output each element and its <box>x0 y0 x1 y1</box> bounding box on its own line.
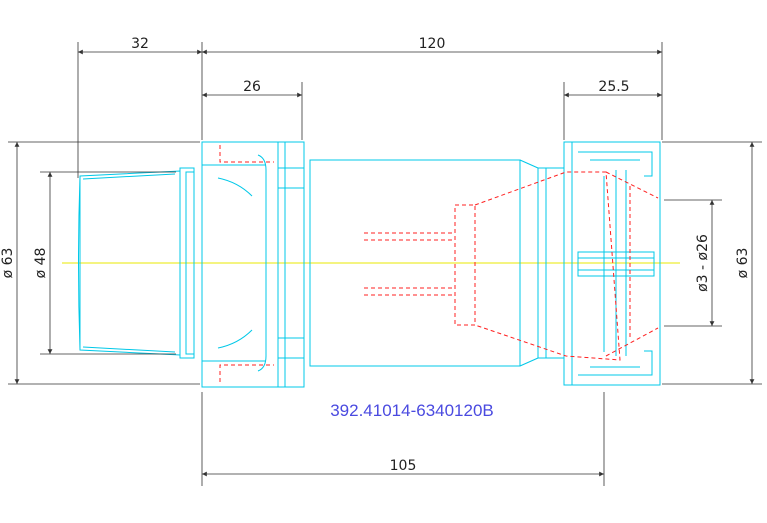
dimension-lines <box>8 42 762 486</box>
holder-outline <box>78 141 661 388</box>
dim-body-length: 105 <box>390 458 417 474</box>
dim-left-inner-dia: ø 48 <box>33 248 49 279</box>
dim-left-outer-dia: ø 63 <box>0 248 16 279</box>
dim-top-left: 32 <box>131 36 149 52</box>
dim-overall-length: 120 <box>419 36 446 52</box>
hidden-lines <box>219 145 659 382</box>
dim-collet-range: ø3 - ø26 <box>695 234 711 292</box>
dim-flange-length: 26 <box>243 79 261 95</box>
dim-nut-length: 25.5 <box>598 79 629 95</box>
part-number: 392.41014-6340120B <box>330 401 494 420</box>
dim-right-outer-dia: ø 63 <box>735 248 751 279</box>
